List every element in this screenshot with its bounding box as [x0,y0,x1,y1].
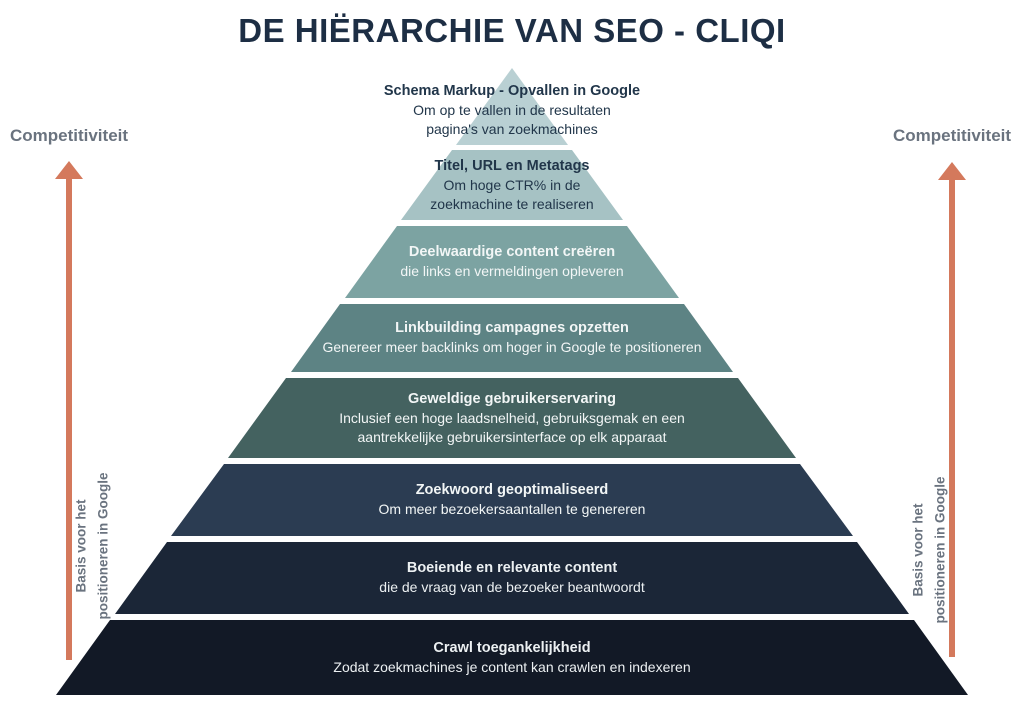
level-subtitle: Om hoge CTR% in de zoekmachine te realis… [430,176,594,212]
level-heading: Crawl toegankelijkheid [433,639,591,656]
level-subtitle: Inclusief een hoge laadsnelheid, gebruik… [339,409,685,445]
level-heading: Geweldige gebruikerservaring [408,390,616,407]
pyramid-level-6-zoekwoord: Zoekwoord geoptimaliseerd Om meer bezoek… [56,464,968,536]
pyramid-level-7-relevante-content: Boeiende en relevante content die de vra… [56,542,968,614]
level-subtitle: Genereer meer backlinks om hoger in Goog… [322,339,702,356]
level-subtitle: die de vraag van de bezoeker beantwoordt [379,579,645,596]
arrow-shaft [66,179,72,660]
competitiveness-label-left: Competitiviteit [9,126,129,145]
pyramid-level-2-titel-url-metatags: Titel, URL en Metatags Om hoge CTR% in d… [56,150,968,220]
pyramid-level-8-crawl-toegankelijkheid: Crawl toegankelijkheid Zodat zoekmachine… [56,620,968,695]
pyramid-level-1-schema-markup: Schema Markup - Opvallen in Google Om op… [56,68,968,145]
arrow-head-icon [938,162,966,180]
level-heading: Deelwaardige content creëren [408,244,616,261]
level-heading: Schema Markup - Opvallen in Google [383,83,641,99]
level-heading: Zoekwoord geoptimaliseerd [415,482,609,499]
level-shape [115,542,909,614]
level-shape [345,226,679,298]
pyramid-level-4-linkbuilding: Linkbuilding campagnes opzetten Genereer… [56,304,968,372]
pyramid-level-5-gebruikerservaring: Geweldige gebruikerservaring Inclusief e… [56,378,968,458]
level-shape [56,620,968,695]
page-title: DE HIËRARCHIE VAN SEO - CLIQI [238,12,786,49]
level-shape [228,378,796,458]
level-heading: Boeiende en relevante content [406,560,618,577]
seo-pyramid: Schema Markup - Opvallen in Google Om op… [56,68,968,695]
competitiveness-label-right: Competitiviteit [892,126,1012,145]
pyramid-level-3-deelwaardige-content: Deelwaardige content creëren die links e… [56,226,968,298]
up-arrow-right-icon [938,162,966,657]
arrow-head-icon [55,161,83,179]
level-heading: Titel, URL en Metatags [434,157,590,174]
up-arrow-left-icon [55,161,83,660]
level-subtitle: die links en vermeldingen opleveren [400,263,624,280]
arrow-shaft [949,180,955,657]
level-subtitle: Om op te vallen in de resultaten pagina'… [413,102,611,137]
level-heading: Linkbuilding campagnes opzetten [395,320,629,337]
level-shape [171,464,853,536]
level-subtitle: Zodat zoekmachines je content kan crawle… [333,658,691,675]
level-subtitle: Om meer bezoekersaantallen te genereren [378,501,646,518]
level-shape [291,304,733,372]
